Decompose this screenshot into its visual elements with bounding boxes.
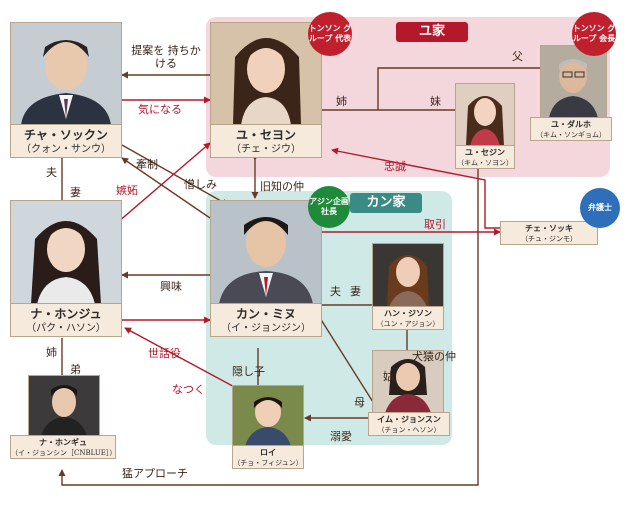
label-kenen: 犬猿の仲 xyxy=(412,350,456,363)
label-sewayaku: 世話役 xyxy=(148,347,181,360)
label-ane1: 姉 xyxy=(336,95,347,108)
lawyer-badge: 弁護士 xyxy=(580,188,620,228)
label-shuto: 姑 xyxy=(383,370,394,383)
actor-name: （チョン・ヘソン） xyxy=(377,426,441,434)
character-name: カン・ミヌ xyxy=(235,307,296,321)
han-jison-portrait xyxy=(372,243,444,308)
yu-sejin-portrait xyxy=(455,83,515,147)
im-jongsun-portrait xyxy=(372,350,444,414)
actor-name: （キム・ソンギョム） xyxy=(536,131,606,139)
character-name: ロイ xyxy=(260,447,276,457)
na-honju-portrait xyxy=(10,200,122,305)
label-chusei: 忠誠 xyxy=(384,160,406,173)
yu-sejin-namebox: ユ・セジン （キム・ソヨン） xyxy=(455,145,515,169)
kang-family-label: カン家 xyxy=(350,193,422,213)
character-name: ナ・ホンジュ xyxy=(30,307,102,321)
character-name: チャ・ソックン xyxy=(24,128,108,142)
na-hongyu-namebox: ナ・ホンギュ （イ・ジョンシン［CNBLUE］） xyxy=(10,435,116,459)
yu-seyon-portrait xyxy=(210,22,322,126)
character-name: ユ・セジン xyxy=(465,147,505,157)
tonson-rep-badge: トンソン グループ 代表 xyxy=(308,12,352,56)
line-natsuku xyxy=(124,327,241,391)
label-nikushimi: 憎しみ xyxy=(184,178,217,191)
im-jongsun-namebox: イム・ジョンスン （チョン・ヘソン） xyxy=(368,412,450,436)
label-kyomi: 興味 xyxy=(160,280,182,293)
label-haha: 母 xyxy=(354,396,365,409)
label-kakushigo: 隠し子 xyxy=(232,365,265,378)
character-name: ユ・セヨン xyxy=(235,128,296,142)
actor-name: （ユン・アジョン） xyxy=(376,320,440,328)
na-honju-namebox: ナ・ホンジュ （パク・ハソン） xyxy=(10,303,122,337)
label-kininaru: 気になる xyxy=(138,103,182,116)
roi-portrait xyxy=(232,385,304,447)
roi-namebox: ロイ （チョ・フィジュン） xyxy=(232,445,304,469)
character-name: ナ・ホンギュ xyxy=(39,437,87,447)
yu-family-label: ユ家 xyxy=(396,22,468,42)
actor-name: （チェ・ジウ） xyxy=(231,144,301,155)
actor-name: （イ・ジョンシン［CNBLUE］） xyxy=(11,449,117,457)
cha-sokkun-namebox: チャ・ソックン （クォン・サンウ） xyxy=(10,124,122,158)
label-chichi: 父 xyxy=(512,50,523,63)
yu-seyon-namebox: ユ・セヨン （チェ・ジウ） xyxy=(210,124,322,158)
line-nikushimi xyxy=(121,157,211,219)
yu-dalho-namebox: ユ・ダルホ （キム・ソンギョム） xyxy=(530,117,612,141)
label-mouapproach: 猛アプローチ xyxy=(122,467,188,480)
label-kensei: 牽制 xyxy=(136,158,158,171)
actor-name: （キム・ソヨン） xyxy=(457,159,513,167)
line-sisters xyxy=(322,67,540,111)
actor-name: （クォン・サンウ） xyxy=(21,144,111,155)
label-dekiai: 溺愛 xyxy=(330,430,352,443)
han-jison-namebox: ハン・ジソン （ユン・アジョン） xyxy=(372,306,444,330)
label-tsuma2: 妻 xyxy=(350,285,361,298)
character-name: ユ・ダルホ xyxy=(551,119,591,129)
choi-sokki-namebox: チェ・ソッキ （チュ・ジンモ） xyxy=(500,221,598,245)
label-shitto: 嫉妬 xyxy=(116,184,138,197)
label-kyuchi: 旧知の仲 xyxy=(260,180,304,193)
line-mouapproach xyxy=(58,163,479,486)
label-torihiki: 取引 xyxy=(424,218,446,231)
label-ane2: 姉 xyxy=(46,346,57,359)
actor-name: （パク・ハソン） xyxy=(26,323,106,334)
kang-minu-portrait xyxy=(210,200,322,305)
line-kensei xyxy=(121,144,229,206)
character-name: チェ・ソッキ xyxy=(525,223,573,233)
label-natsuku: なつく xyxy=(172,383,205,396)
ajin-president-badge: アジン企画 社長 xyxy=(308,186,350,228)
label-propose: 提案を 持ちかける xyxy=(131,44,201,70)
kang-minu-namebox: カン・ミヌ （イ・ジョンジン） xyxy=(210,303,322,337)
label-otouto: 弟 xyxy=(70,363,81,376)
character-name: イム・ジョンスン xyxy=(377,414,441,424)
actor-name: （チョ・フィジュン） xyxy=(233,459,303,467)
cha-sokkun-portrait xyxy=(10,22,122,126)
tonson-chair-badge: トンソン グループ 会長 xyxy=(572,12,616,56)
yu-dalho-portrait xyxy=(540,45,607,119)
line-mother xyxy=(319,317,379,411)
label-imouto: 妹 xyxy=(430,95,441,108)
actor-name: （チュ・ジンモ） xyxy=(521,235,577,243)
label-tsuma: 妻 xyxy=(70,186,81,199)
line-shitto xyxy=(117,142,211,223)
label-otto: 夫 xyxy=(46,166,57,179)
actor-name: （イ・ジョンジン） xyxy=(221,323,311,334)
character-name: ハン・ジソン xyxy=(384,308,432,318)
na-hongyu-portrait xyxy=(28,375,100,437)
label-otto2: 夫 xyxy=(330,285,341,298)
